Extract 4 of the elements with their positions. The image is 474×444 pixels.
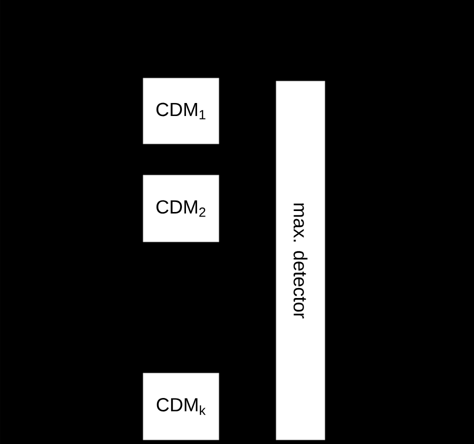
process-box: CDM$_{k}$ [142, 372, 220, 440]
process-box: CDM$_{1}$ [142, 78, 220, 144]
detector-box: max. detector [276, 80, 326, 440]
process-box: CDM$_{2}$ [142, 174, 220, 242]
